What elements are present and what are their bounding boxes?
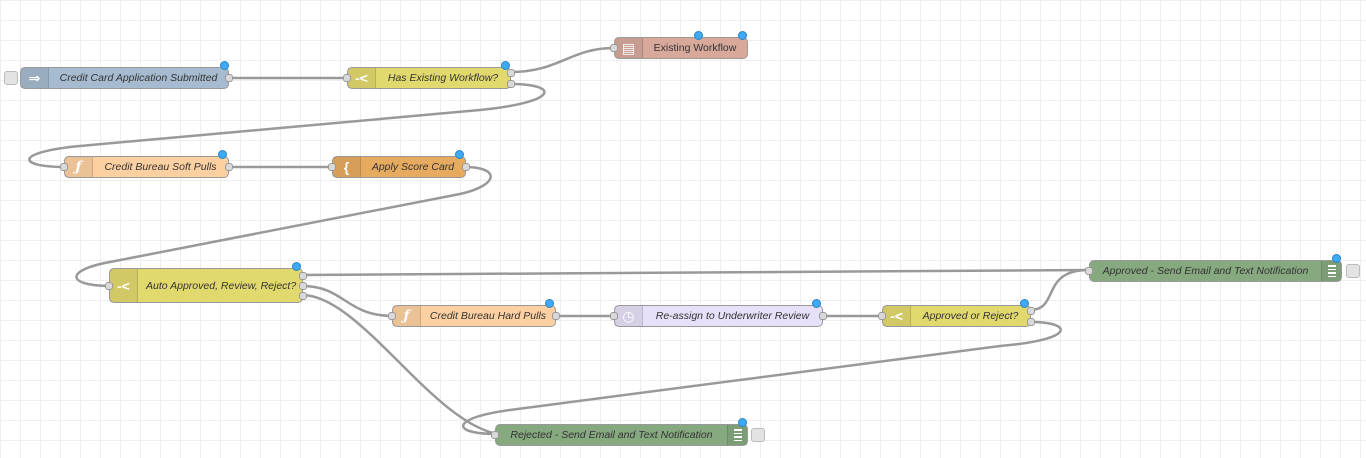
node-label: Has Existing Workflow? [387, 72, 499, 84]
node-label: Approved - Send Email and Text Notificat… [1102, 265, 1309, 277]
output-port-2[interactable] [299, 282, 307, 290]
output-port-1[interactable] [507, 69, 515, 77]
list-icon [1321, 261, 1341, 281]
input-port[interactable] [343, 74, 351, 82]
function-icon: ƒ [393, 306, 421, 326]
node-auto-approved-review-reject[interactable]: -< Auto Approved, Review, Reject? [105, 262, 307, 303]
input-port[interactable] [60, 163, 68, 171]
switch-icon: -< [348, 68, 376, 88]
status-dot [1332, 254, 1341, 263]
status-dot [501, 61, 510, 70]
output-port-3[interactable] [299, 292, 307, 300]
wire-has-workflow-to-soft-pulls [28, 82, 546, 169]
node-label: Approved or Reject? [922, 310, 1019, 322]
status-dot [812, 299, 821, 308]
node-label: Apply Score Card [371, 161, 455, 173]
template-icon: { [333, 157, 361, 177]
input-port[interactable] [878, 312, 886, 320]
node-label: Existing Workflow [653, 42, 737, 54]
status-dot [738, 418, 747, 427]
node-approved-notification[interactable]: Approved - Send Email and Text Notificat… [1085, 254, 1342, 282]
wire-approved-or-reject-to-rejected-notify [462, 320, 1062, 436]
node-reassign-to-underwriter-review[interactable]: ◷ Re-assign to Underwriter Review [610, 299, 827, 327]
output-port[interactable] [462, 163, 470, 171]
arrow-icon: ⇒ [21, 68, 49, 88]
node-credit-bureau-soft-pulls[interactable]: ƒ Credit Bureau Soft Pulls [60, 150, 233, 178]
status-dot-2 [738, 31, 747, 40]
node-label: Credit Bureau Soft Pulls [104, 161, 217, 173]
status-dot [455, 150, 464, 159]
status-dot [292, 262, 301, 271]
output-port[interactable] [819, 312, 827, 320]
input-port[interactable] [105, 282, 113, 290]
node-label: Credit Bureau Hard Pulls [429, 310, 547, 322]
node-existing-workflow[interactable]: ▤ Existing Workflow [610, 31, 748, 59]
timer-icon: ◷ [615, 306, 643, 326]
wire-auto-decision-to-approved-notify [301, 268, 1090, 277]
input-port[interactable] [388, 312, 396, 320]
input-port[interactable] [610, 312, 618, 320]
status-dot [220, 61, 229, 70]
node-label: Rejected - Send Email and Text Notificat… [510, 429, 713, 441]
output-port-2[interactable] [1027, 318, 1035, 326]
node-has-existing-workflow[interactable]: -< Has Existing Workflow? [343, 61, 515, 89]
wire-has-workflow-to-existing-workflow [509, 46, 615, 74]
output-port[interactable] [552, 312, 560, 320]
node-label: Re-assign to Underwriter Review [655, 310, 810, 322]
node-label: Credit Card Application Submitted [59, 72, 218, 84]
list-icon [727, 425, 747, 445]
input-port[interactable] [1085, 267, 1093, 275]
status-dot [545, 299, 554, 308]
node-apply-score-card[interactable]: { Apply Score Card [328, 150, 470, 178]
debug-toggle-button[interactable] [751, 428, 765, 442]
input-port[interactable] [328, 163, 336, 171]
output-port-2[interactable] [507, 80, 515, 88]
node-label: Auto Approved, Review, Reject? [146, 279, 297, 292]
input-port[interactable] [491, 431, 499, 439]
input-port[interactable] [610, 44, 618, 52]
node-rejected-notification[interactable]: Rejected - Send Email and Text Notificat… [491, 418, 748, 446]
output-port-1[interactable] [299, 272, 307, 280]
inject-trigger-button[interactable] [4, 71, 18, 85]
output-port[interactable] [225, 163, 233, 171]
debug-toggle-button[interactable] [1346, 264, 1360, 278]
switch-icon: -< [883, 306, 911, 326]
output-port-1[interactable] [1027, 307, 1035, 315]
status-dot [218, 150, 227, 159]
workflow-icon: ▤ [615, 38, 643, 58]
status-dot [1020, 299, 1029, 308]
wire-auto-decision-to-hard-pulls [301, 284, 395, 318]
node-approved-or-reject[interactable]: -< Approved or Reject? [878, 299, 1035, 327]
node-credit-bureau-hard-pulls[interactable]: ƒ Credit Bureau Hard Pulls [388, 299, 560, 327]
status-dot-1 [694, 31, 703, 40]
wire-approved-or-reject-to-approved-notify [1029, 268, 1090, 312]
switch-icon: -< [110, 269, 138, 302]
output-port[interactable] [225, 74, 233, 82]
function-icon: ƒ [65, 157, 93, 177]
node-credit-card-application-submitted[interactable]: ⇒ Credit Card Application Submitted [20, 61, 233, 89]
